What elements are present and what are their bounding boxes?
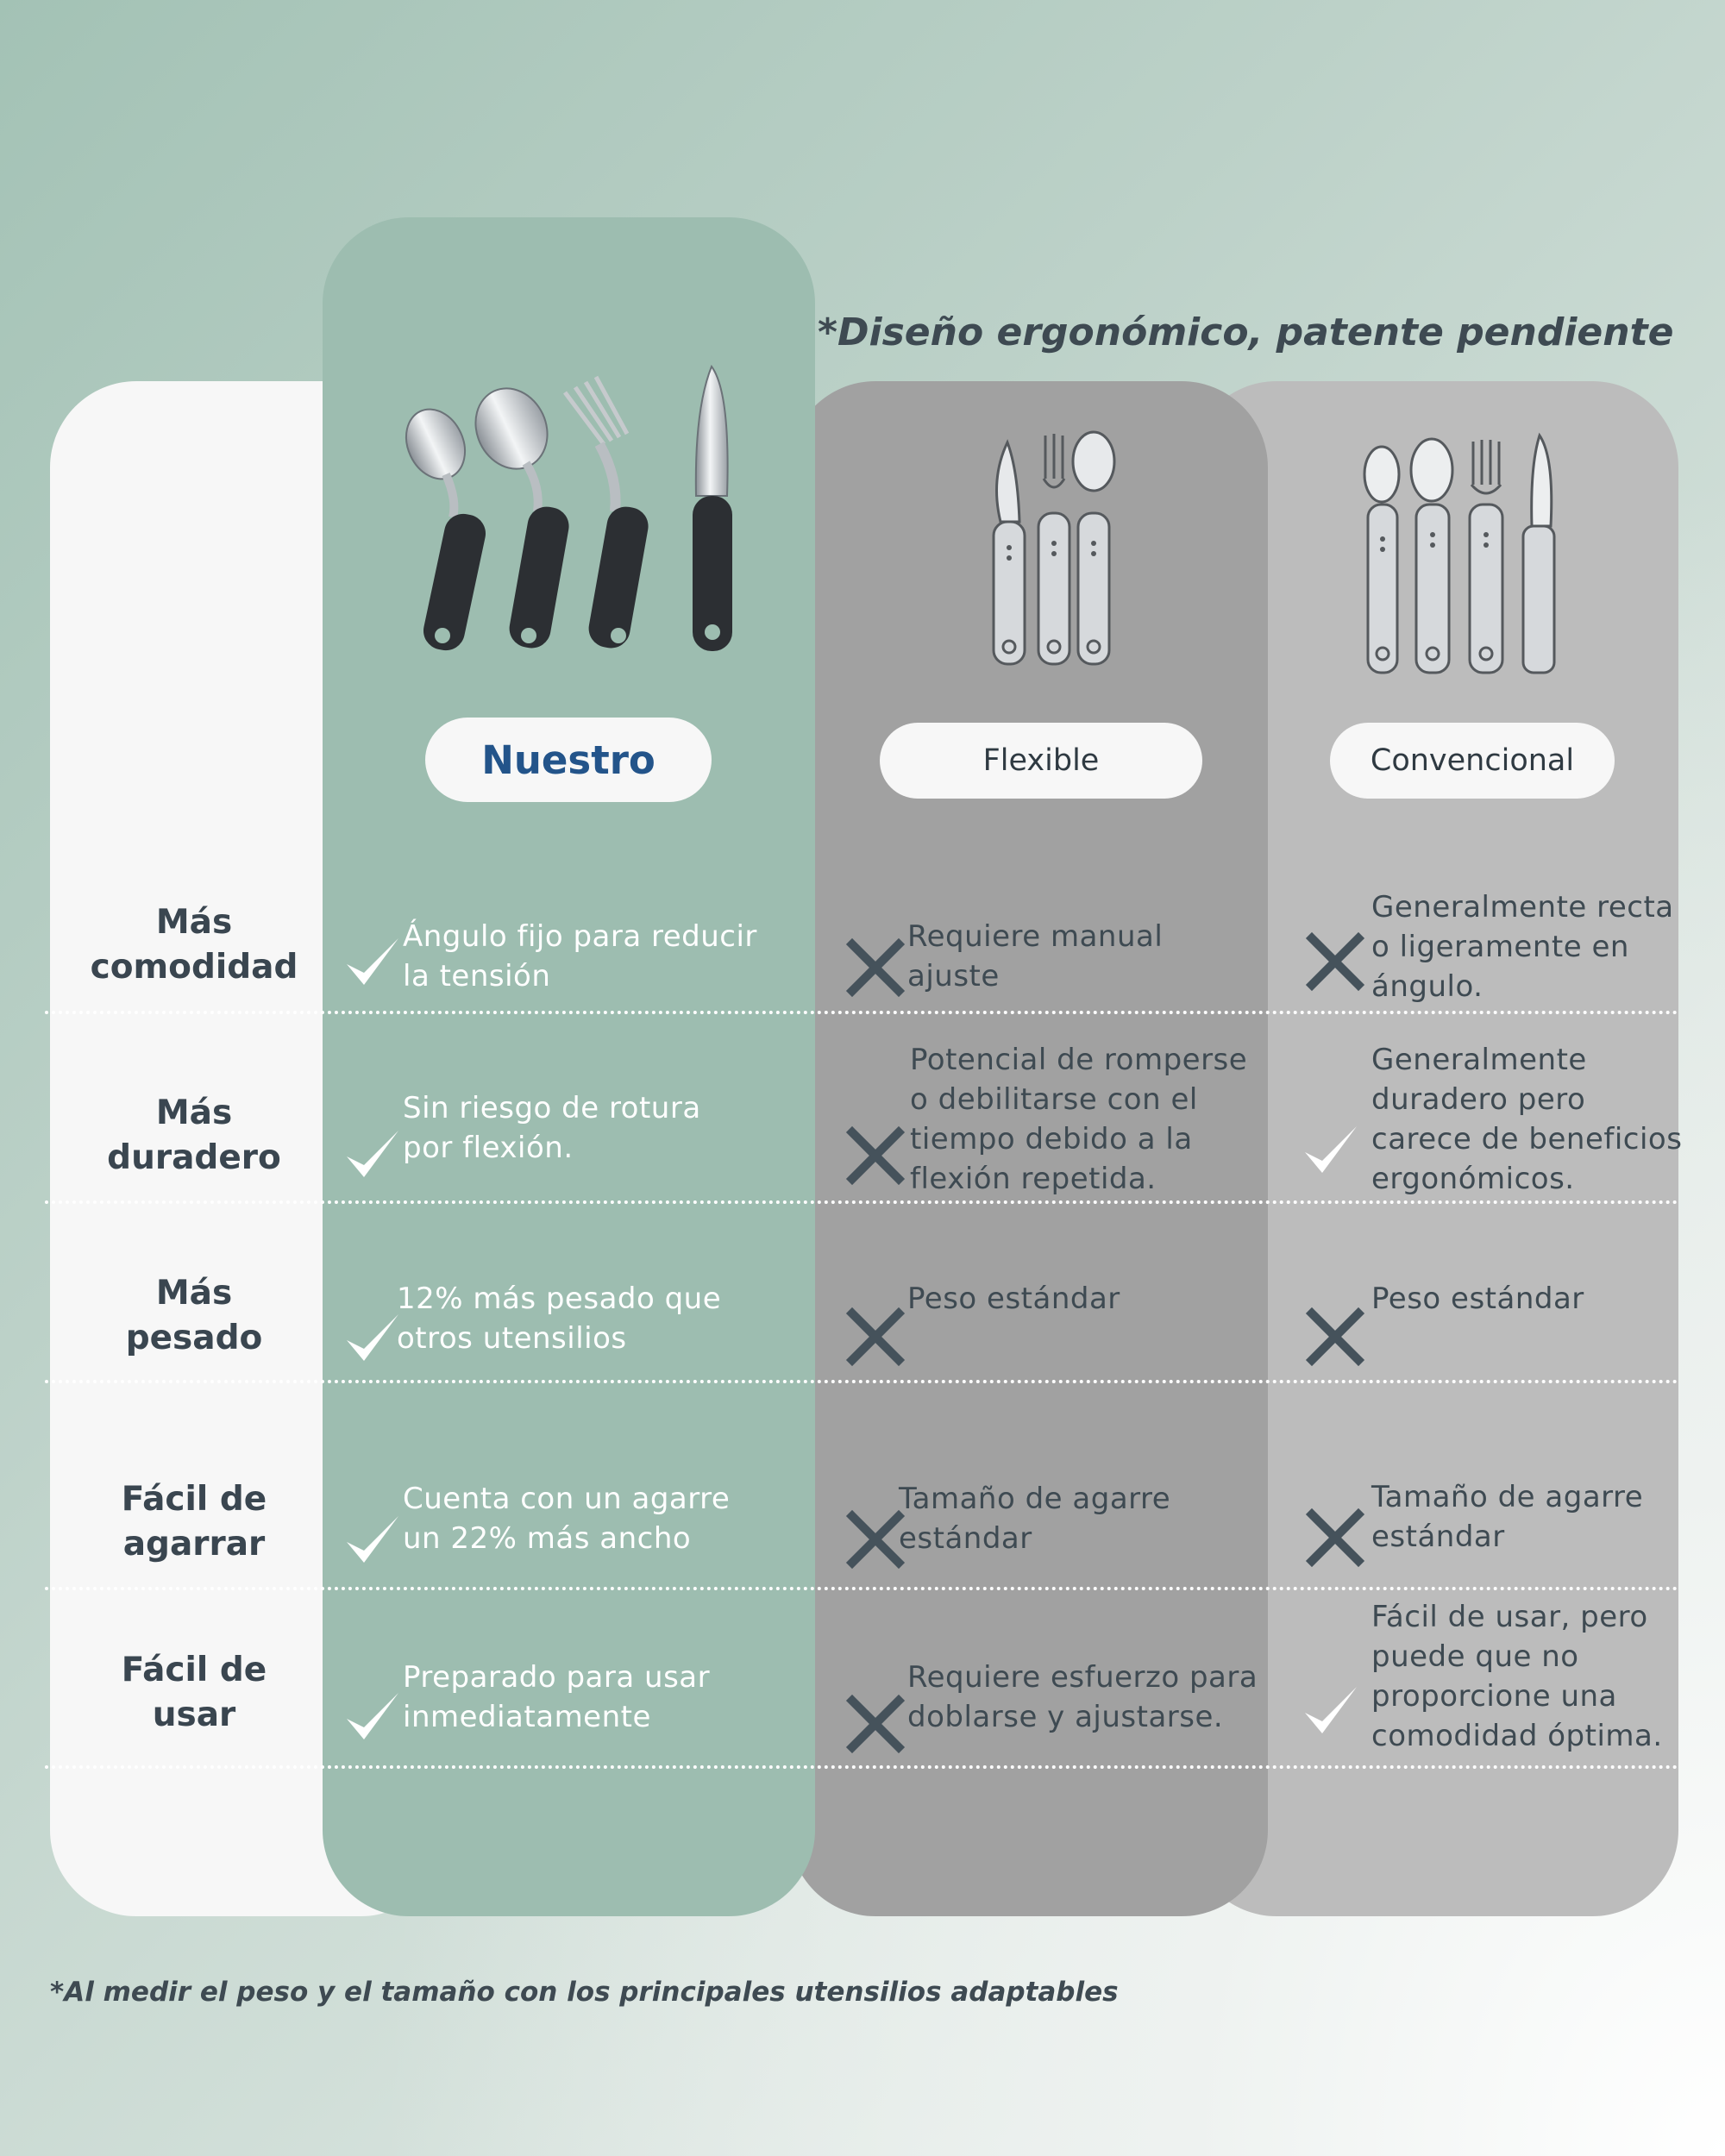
conventional-utensil-set-icon — [1363, 432, 1556, 674]
cross-icon — [845, 1509, 906, 1570]
cross-icon — [1305, 1507, 1365, 1568]
check-icon — [342, 1511, 402, 1571]
check-icon — [342, 1688, 402, 1748]
cross-icon — [1305, 1307, 1365, 1367]
row-divider — [45, 1765, 1678, 1769]
cell-text: Tamaño de agarre estándar — [1371, 1480, 1644, 1554]
cell-text: Fácil de usar, pero puede que no proporc… — [1371, 1600, 1663, 1753]
row-divider — [45, 1380, 1678, 1383]
check-icon — [342, 1125, 402, 1186]
ours-column-panel — [323, 217, 815, 1916]
cell-text: Generalmente duradero pero carece de ben… — [1371, 1043, 1683, 1196]
cell-text: Preparado para usar inmediatamente — [403, 1660, 711, 1734]
cell-text: Generalmente recta o ligeramente en ángu… — [1371, 890, 1674, 1004]
cell-text: Cuenta con un agarre un 22% más ancho — [403, 1482, 731, 1556]
cross-icon — [845, 1307, 906, 1367]
conventional-column-title: Convencional — [1330, 723, 1615, 799]
row-label: Más pesado — [125, 1274, 263, 1357]
check-icon — [342, 933, 402, 993]
cell-text: Tamaño de agarre estándar — [899, 1482, 1171, 1556]
cross-icon — [845, 1694, 906, 1754]
flexible-column-title: Flexible — [880, 723, 1202, 799]
cell-text: Peso estándar — [907, 1282, 1120, 1316]
row-label: Fácil de usar — [121, 1651, 267, 1734]
row-divider — [45, 1011, 1678, 1014]
bent-utensil-set-icon — [405, 364, 732, 651]
cell-text: 12% más pesado que otros utensilios — [397, 1282, 722, 1356]
row-divider — [45, 1200, 1678, 1204]
patent-note: *Diseño ergonómico, patente pendiente — [818, 310, 1674, 354]
cell-text: Ángulo fijo para reducir la tensión — [403, 919, 757, 993]
cross-icon — [845, 937, 906, 998]
cross-icon — [845, 1125, 906, 1186]
flexible-utensil-set-icon — [992, 430, 1116, 666]
cell-text: Requiere esfuerzo para doblarse y ajusta… — [907, 1660, 1258, 1734]
cell-text: Sin riesgo de rotura por flexión. — [403, 1091, 701, 1165]
cell-text: Peso estándar — [1371, 1282, 1584, 1316]
footnote: *Al medir el peso y el tamaño con los pr… — [50, 1977, 1119, 2008]
check-icon — [1300, 1121, 1360, 1181]
row-label: Fácil de agarrar — [121, 1480, 267, 1564]
cell-text: Requiere manual ajuste — [907, 919, 1164, 993]
ours-column-title: Nuestro — [425, 718, 712, 802]
row-divider — [45, 1587, 1678, 1590]
check-icon — [1300, 1682, 1360, 1742]
cross-icon — [1305, 931, 1365, 992]
cell-text: Potencial de romperse o debilitarse con … — [910, 1043, 1248, 1196]
check-icon — [342, 1309, 402, 1369]
row-label: Más comodidad — [90, 903, 298, 987]
row-label: Más duradero — [107, 1094, 281, 1177]
